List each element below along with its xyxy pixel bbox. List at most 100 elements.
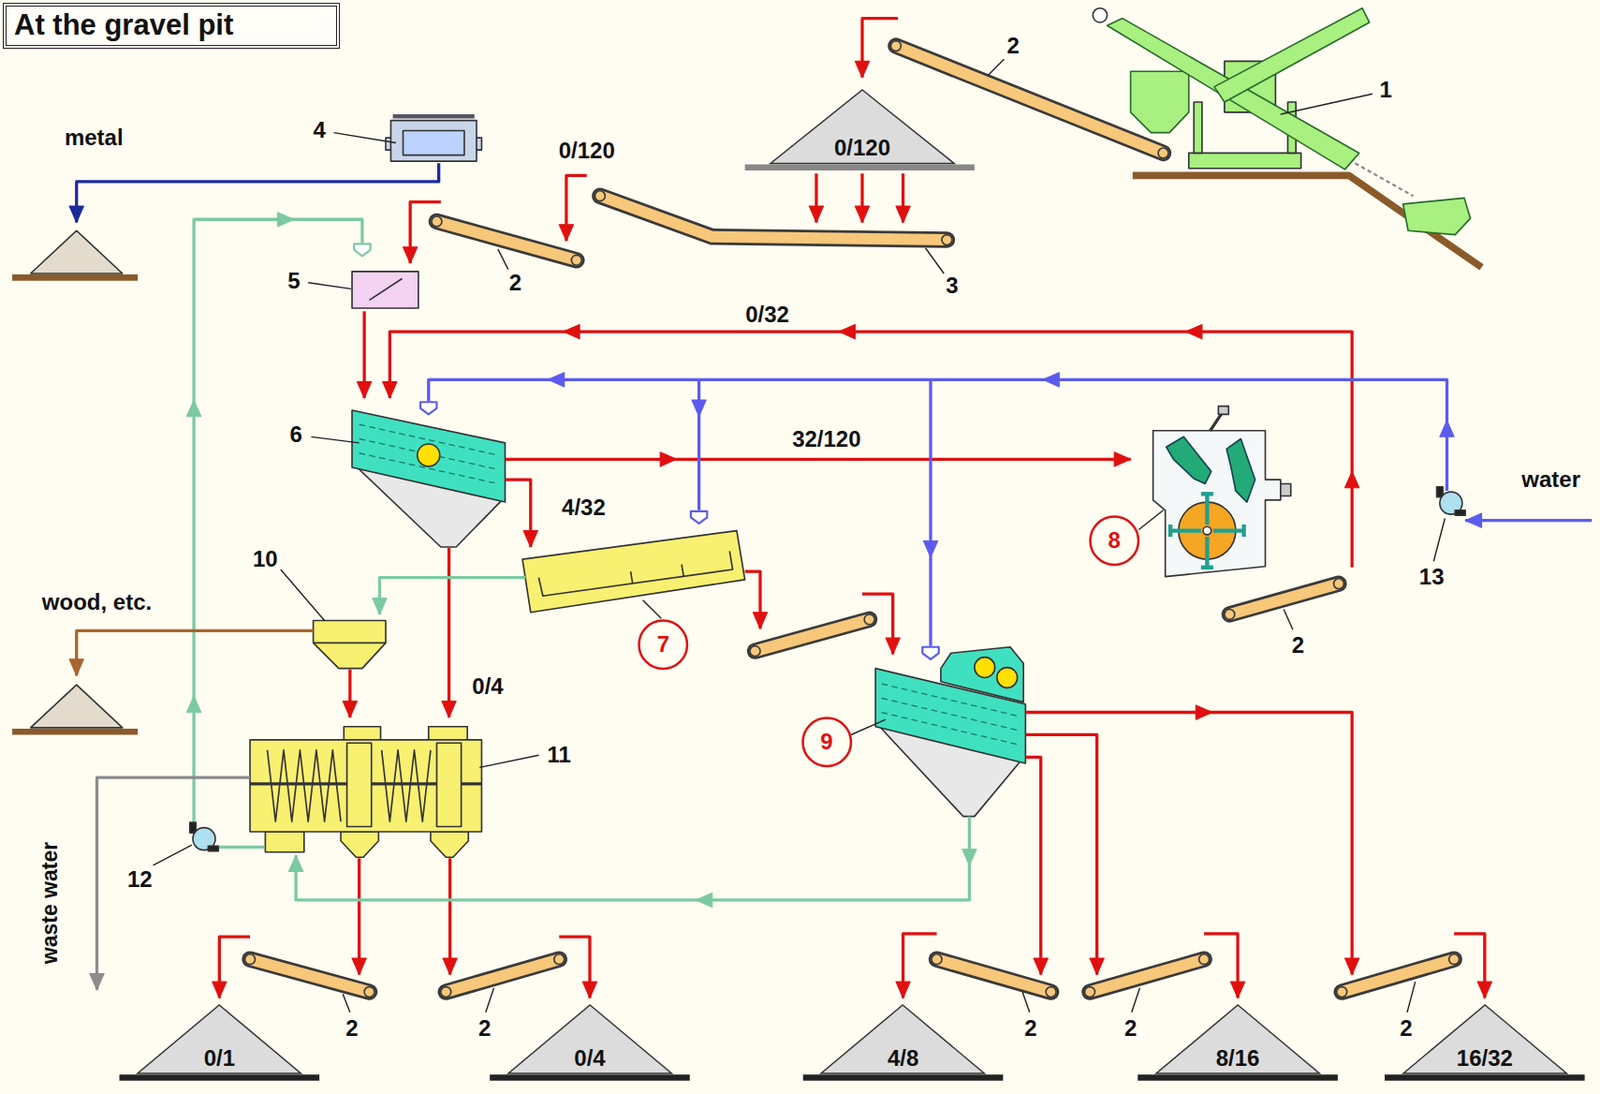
conveyor-belt	[1341, 958, 1454, 992]
title: At the gravel pit	[14, 8, 234, 42]
water-flow	[1465, 518, 1592, 522]
crusher-bolt	[1218, 406, 1229, 415]
feeder-leg	[1193, 102, 1203, 153]
callout-number: 2	[1291, 631, 1305, 657]
vibrator	[997, 667, 1018, 689]
arrow-head	[277, 212, 294, 227]
conveyor-roller	[941, 234, 953, 246]
leader-line	[479, 754, 539, 767]
callout-number: 2	[1024, 1015, 1037, 1041]
arrow-head	[523, 530, 538, 547]
magnet-frame	[390, 120, 477, 162]
conveyor-roller	[1334, 578, 1345, 589]
arrow-head	[660, 452, 676, 467]
arrow-head	[1195, 704, 1212, 720]
material-flow	[1025, 712, 1352, 975]
circle-outline	[1089, 516, 1138, 565]
leader-line	[280, 569, 325, 620]
conveyor-belt	[249, 958, 370, 992]
arrow-head	[382, 381, 397, 397]
arrow-head	[212, 981, 227, 998]
rotor-arm	[1204, 536, 1209, 568]
stockpile: 16/32	[1403, 1004, 1567, 1073]
washer-spiral	[381, 749, 431, 822]
rotor-blade	[1201, 565, 1214, 570]
callout-number: 2	[509, 270, 522, 295]
flotation-hopper	[313, 619, 386, 668]
leader-line	[1138, 510, 1163, 530]
metal-pile	[30, 230, 123, 274]
stockpile: 0/4	[508, 1004, 672, 1073]
conveyor-belt	[895, 45, 1164, 153]
flow-label: water	[1521, 467, 1581, 492]
spray-nozzle	[690, 511, 707, 524]
hopper-rim	[313, 642, 386, 645]
arrow-head	[186, 695, 201, 712]
spray-nozzle	[353, 243, 370, 256]
stockpile: 8/16	[1156, 1004, 1320, 1073]
arrow-head	[69, 205, 84, 222]
callout-number: 5	[287, 267, 300, 293]
callout-text: 6	[289, 421, 302, 447]
conveyor-belt	[755, 618, 870, 651]
unit-number-circle: 9	[801, 716, 852, 767]
recycled-water	[212, 845, 265, 849]
leader-line	[1022, 991, 1030, 1013]
callout-text: 10	[252, 545, 279, 572]
leader-line	[308, 282, 352, 290]
callout-number: 2	[345, 1015, 358, 1041]
callout-text: 4	[312, 117, 325, 143]
callout-text: 3	[945, 272, 958, 298]
conveyor-belt	[445, 958, 559, 992]
material-flow	[903, 933, 938, 999]
spill	[1354, 162, 1413, 196]
conveyor-belt	[436, 220, 576, 260]
arrow-head	[1042, 372, 1059, 387]
callout-text: 2	[1024, 1014, 1037, 1041]
ground	[119, 1073, 321, 1081]
classifier-weir	[681, 564, 684, 577]
flow-text: 0/32	[745, 300, 790, 326]
arrow-head	[808, 205, 823, 222]
leader-line	[1433, 517, 1445, 561]
arrow-head	[288, 854, 303, 871]
arrow-head	[563, 323, 580, 338]
material-flow	[1025, 756, 1041, 974]
circle-outline	[802, 717, 851, 765]
material-flow	[862, 593, 894, 654]
callout-number: 2	[478, 1015, 491, 1041]
conveyor-belt	[937, 958, 1052, 992]
washer-outlet	[430, 831, 469, 857]
callout-text: 11	[547, 741, 572, 767]
washer-outlet	[340, 831, 379, 857]
arrow-head	[695, 892, 712, 907]
material-flow	[447, 547, 451, 718]
feeder-base	[1188, 152, 1302, 168]
conveyor-roller	[864, 614, 875, 625]
water-flow	[928, 379, 932, 646]
material-flow	[505, 457, 1131, 461]
material-flow	[410, 202, 441, 264]
washer-paddle	[347, 742, 372, 826]
ground	[12, 274, 138, 281]
feeder-ramp	[1214, 8, 1370, 103]
washer-outlet	[264, 831, 304, 852]
callout-number: 4	[312, 117, 325, 143]
waste-water-flow	[97, 777, 250, 990]
unit-number: 9	[820, 729, 833, 754]
vibrator	[974, 657, 996, 678]
arrow-head	[1439, 420, 1454, 437]
magnet-bar	[393, 114, 475, 118]
flow-text: wood, etc.	[42, 588, 152, 615]
conveyor-roller	[1045, 986, 1057, 998]
arrow-head	[962, 849, 977, 866]
screen-mesh	[359, 439, 499, 470]
arrow-head	[89, 972, 104, 989]
arrow-head	[442, 957, 457, 974]
pile-outline	[508, 1004, 672, 1073]
washer-spiral	[267, 749, 341, 822]
ground-slope	[1132, 175, 1483, 267]
wood-flow	[76, 630, 314, 676]
washer-paddle	[436, 742, 461, 826]
